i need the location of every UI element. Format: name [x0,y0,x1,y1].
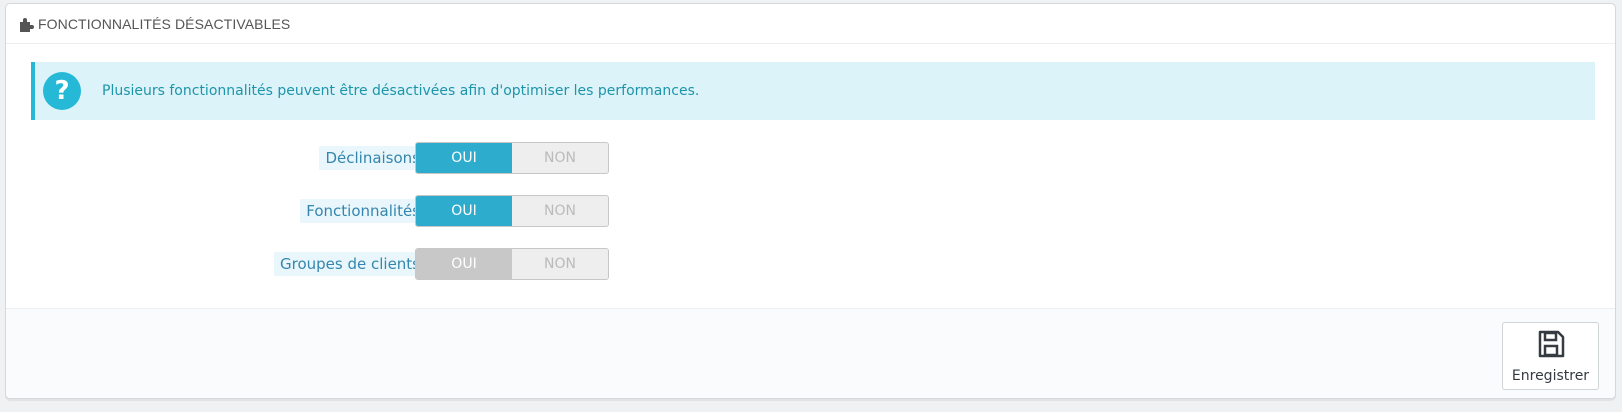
panel-footer: Enregistrer [6,308,1615,398]
save-button-label: Enregistrer [1511,368,1590,384]
declinaisons-switch[interactable]: OUI NON [415,142,609,174]
setting-row-groupes-clients: Groupes de clients OUI NON [6,248,706,280]
fonctionnalites-no-option[interactable]: NON [512,196,608,226]
setting-label-fonctionnalites: Fonctionnalités [300,199,426,223]
puzzle-icon [18,16,34,32]
info-alert: ? Plusieurs fonctionnalités peuvent être… [31,62,1595,120]
question-circle-icon: ? [43,72,81,110]
groupes-clients-yes-option[interactable]: OUI [416,249,512,279]
setting-label-groupes-clients: Groupes de clients [273,252,426,276]
setting-row-fonctionnalites: Fonctionnalités OUI NON [6,195,706,227]
panel-title: FONCTIONNALITÉS DÉSACTIVABLES [38,15,291,32]
groupes-clients-switch[interactable]: OUI NON [415,248,609,280]
setting-row-declinaisons: Déclinaisons OUI NON [6,142,706,174]
panel-heading: FONCTIONNALITÉS DÉSACTIVABLES [6,4,1615,44]
alert-text: Plusieurs fonctionnalités peuvent être d… [102,83,700,99]
floppy-disk-icon [1535,328,1567,364]
declinaisons-no-option[interactable]: NON [512,143,608,173]
setting-label-declinaisons: Déclinaisons [319,146,426,170]
fonctionnalites-yes-option[interactable]: OUI [416,196,512,226]
fonctionnalites-switch[interactable]: OUI NON [415,195,609,227]
declinaisons-yes-option[interactable]: OUI [416,143,512,173]
features-panel: FONCTIONNALITÉS DÉSACTIVABLES ? Plusieur… [5,3,1616,399]
save-button[interactable]: Enregistrer [1502,322,1599,390]
groupes-clients-no-option[interactable]: NON [512,249,608,279]
